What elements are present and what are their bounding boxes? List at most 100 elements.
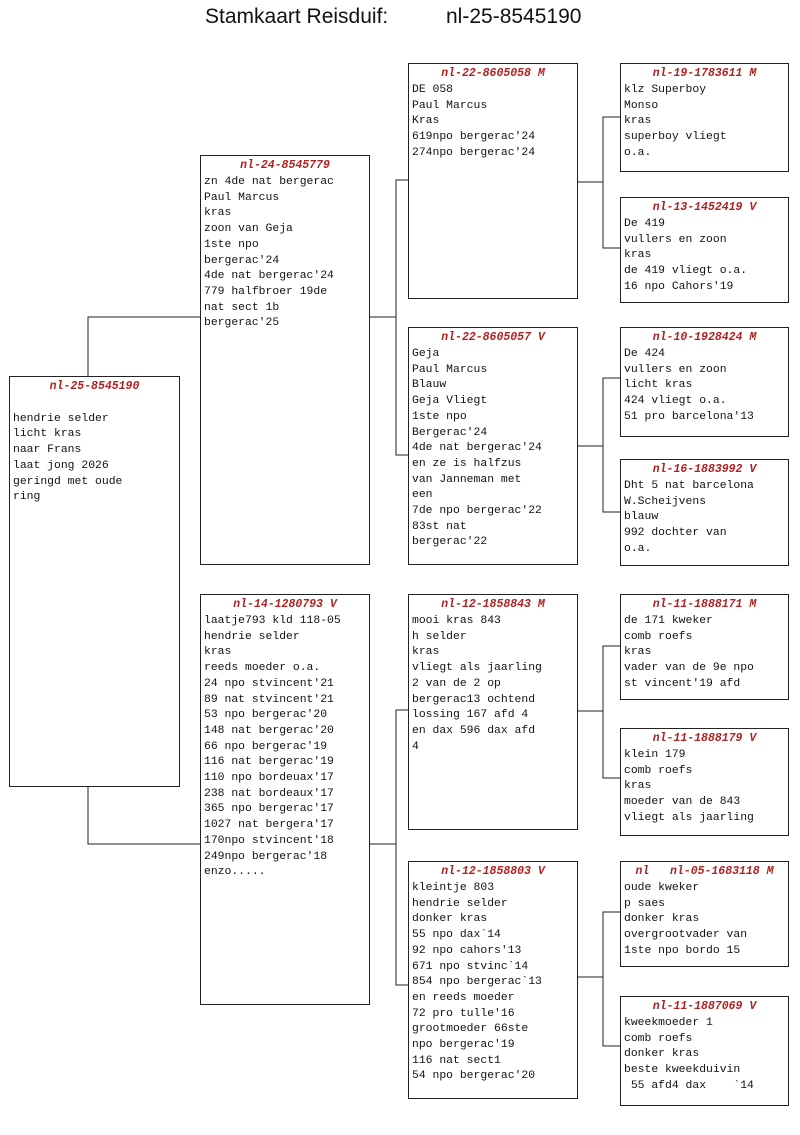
detail-line: Dht 5 nat barcelona [624, 480, 754, 492]
detail-line: Monso [624, 99, 659, 112]
connector-p1-parents [395, 179, 408, 456]
detail-line: 54 npo bergerac'20 [412, 1070, 536, 1083]
detail-line: blauw [624, 511, 659, 524]
detail-line: zoon van Geja [204, 223, 293, 236]
detail-line: kweekmoeder 1 [624, 1017, 713, 1029]
detail-line: zn 4de nat bergerac [204, 176, 334, 188]
detail-line: enzo..... [204, 866, 266, 879]
page-title: Stamkaart Reisduif: nl-25-8545190 [0, 5, 800, 31]
detail-line: 7de npo bergerac'22 [412, 505, 542, 518]
detail-line: 72 pro tulle'16 [412, 1007, 515, 1020]
detail-line: 274npo bergerac'24 [412, 146, 536, 159]
detail-line: bergerac'24 [204, 254, 280, 267]
ring-number: nl-14-1280793 V [233, 598, 337, 611]
title-ring: nl-25-8545190 [446, 5, 582, 28]
detail-line: 249npo bergerac'18 [204, 850, 328, 863]
title-label: Stamkaart Reisduif: [205, 5, 389, 28]
detail-line: 619npo bergerac'24 [412, 131, 536, 144]
detail-line: vullers en zoon [624, 233, 727, 246]
ring-number: nl-11-1888179 V [652, 732, 757, 745]
detail-line: en reeds moeder [412, 991, 515, 1004]
detail-line: 779 halfbroer 19de [204, 285, 328, 298]
detail-line: 53 npo bergerac'20 [204, 709, 328, 722]
detail-line: nat sect 1b [204, 301, 280, 314]
detail-line: grootmoeder 66ste [412, 1023, 529, 1036]
pigeon-card-mother-mother: nl-12-1858803 V kleintje 803 hendrie seld… [408, 861, 578, 1099]
ring-number: nl-12-1858803 V [441, 865, 545, 878]
detail-line: licht kras [13, 428, 82, 441]
detail-line: bergerac13 ochtend [412, 693, 536, 706]
detail-line: comb roefs [624, 764, 693, 777]
detail-line: beste kweekduivin [624, 1064, 741, 1077]
ring-number: nl-13-1452419 V [652, 201, 757, 214]
detail-line: Paul Marcus [412, 99, 488, 112]
detail-line: 24 npo stvincent'21 [204, 677, 334, 690]
detail-line: kras [412, 646, 440, 659]
detail-line: 16 npo Cahors'19 [624, 280, 734, 293]
detail-line: geringd met oude [13, 475, 123, 488]
connector-p2-parents [395, 709, 408, 986]
detail-line: 116 nat sect1 [412, 1054, 501, 1067]
detail-line: hendrie selder [412, 897, 508, 910]
detail-line: vliegt als jaarling [412, 662, 542, 675]
pigeon-details: klein 179 comb roefs kras moeder van de 843… [621, 746, 788, 827]
detail-line: 1ste npo [412, 410, 467, 423]
ring-number: nl-24-8545779 [240, 159, 330, 172]
detail-line: kras [624, 780, 652, 793]
detail-line: p saes [624, 897, 666, 910]
detail-line: vader van de 9e npo [624, 662, 754, 675]
connector-p5-parents [602, 645, 620, 779]
detail-line: naar Frans [13, 444, 82, 457]
detail-line: bergerac'22 [412, 536, 488, 549]
detail-line: kleintje 803 [412, 882, 495, 894]
detail-line: moeder van de 843 [624, 796, 741, 809]
detail-line: vliegt als jaarling [624, 811, 754, 824]
detail-line: oude kweker [624, 882, 700, 894]
detail-line: donker kras [412, 913, 488, 926]
detail-line: 4 [412, 740, 419, 753]
ring-number: nl nl-05-1683118 M [635, 865, 774, 878]
detail-line: DE 058 [412, 84, 454, 96]
detail-line: h selder [412, 630, 467, 643]
connector-p0-p2 [87, 787, 200, 845]
detail-line: Paul Marcus [204, 191, 280, 204]
connector-p4-parents [602, 377, 620, 513]
detail-line: De 419 [624, 218, 666, 230]
detail-line: Geja [412, 348, 440, 360]
detail-line: 365 npo bergerac'17 [204, 803, 334, 816]
detail-line: st vincent'19 afd [624, 677, 741, 690]
detail-line: 1ste npo bordo 15 [624, 944, 741, 957]
detail-line: W.Scheijvens [624, 495, 707, 508]
detail-line: Kras [412, 115, 440, 128]
detail-line: kras [624, 249, 652, 262]
detail-line: o.a. [624, 542, 652, 555]
detail-line: lossing 167 afd 4 [412, 709, 529, 722]
detail-line: 4de nat bergerac'24 [412, 442, 542, 455]
detail-line: van Janneman met [412, 473, 522, 486]
detail-line: 238 nat bordeaux'17 [204, 787, 334, 800]
ring-number: nl-22-8605058 M [441, 67, 545, 80]
pigeon-details: mooi kras 843 h selder kras vliegt als jaar… [409, 612, 577, 755]
detail-line: mooi kras 843 [412, 615, 501, 627]
detail-line: klein 179 [624, 749, 686, 761]
detail-line: reeds moeder o.a. [204, 662, 321, 675]
detail-line: en ze is halfzus [412, 457, 522, 470]
